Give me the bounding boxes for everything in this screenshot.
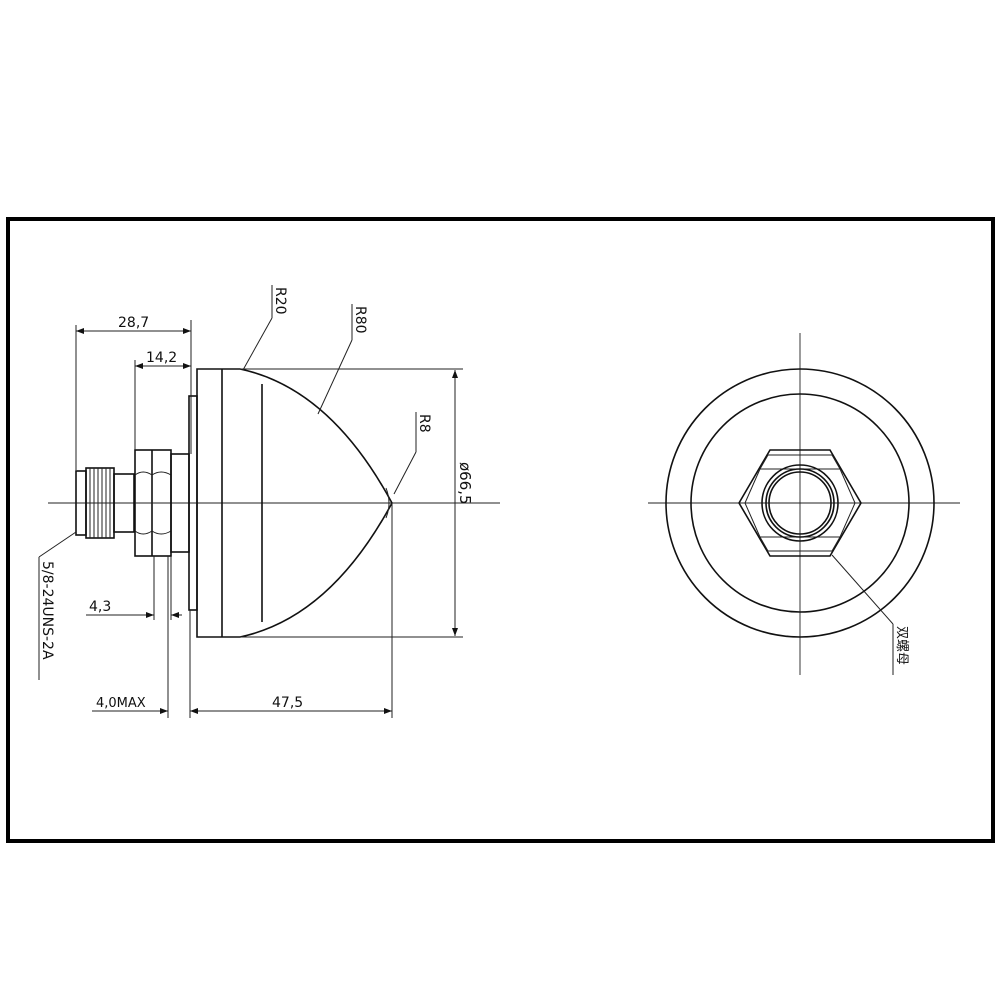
outer-circle	[665, 368, 935, 638]
dim-4-3: 4,3	[86, 556, 182, 620]
dim-4-0max-label: 4,0MAX	[96, 696, 146, 711]
dim-28-7: 28,7	[75, 315, 192, 470]
dim-14-2-label: 14,2	[146, 350, 177, 366]
dim-47-5-label: 47,5	[272, 695, 303, 711]
drawing-frame	[6, 217, 995, 843]
r20-label: R20	[272, 287, 288, 315]
front-view: 双螺母	[648, 333, 960, 675]
leader-r8: R8	[393, 412, 432, 495]
thread-ring-inner	[768, 471, 832, 535]
hex-nut	[738, 449, 862, 557]
dim-4-0max: 4,0MAX	[92, 556, 191, 718]
r80-label: R80	[352, 306, 368, 334]
side-view: 28,7 14,2 ø66,5 R20	[38, 285, 500, 718]
leader-nut: 双螺母	[831, 554, 909, 675]
dim-47-5: 47,5	[190, 503, 393, 718]
thread-ring-mid	[765, 468, 835, 538]
dim-28-7-label: 28,7	[118, 315, 149, 331]
dim-14-2: 14,2	[134, 350, 191, 450]
leader-thread: 5/8-24UNS-2A	[38, 531, 77, 680]
nut-callout-label: 双螺母	[894, 626, 909, 665]
dim-diameter-label: ø66,5	[456, 462, 474, 505]
thread-spec-label: 5/8-24UNS-2A	[39, 561, 55, 660]
dim-diameter: ø66,5	[452, 370, 474, 636]
dim-4-3-label: 4,3	[89, 599, 111, 615]
threaded-stub	[75, 467, 135, 539]
thread-ring-outer	[761, 464, 839, 542]
leader-r20: R20	[242, 285, 288, 371]
r8-label: R8	[416, 414, 432, 433]
inner-circle	[690, 393, 910, 613]
leader-r80: R80	[317, 304, 368, 415]
